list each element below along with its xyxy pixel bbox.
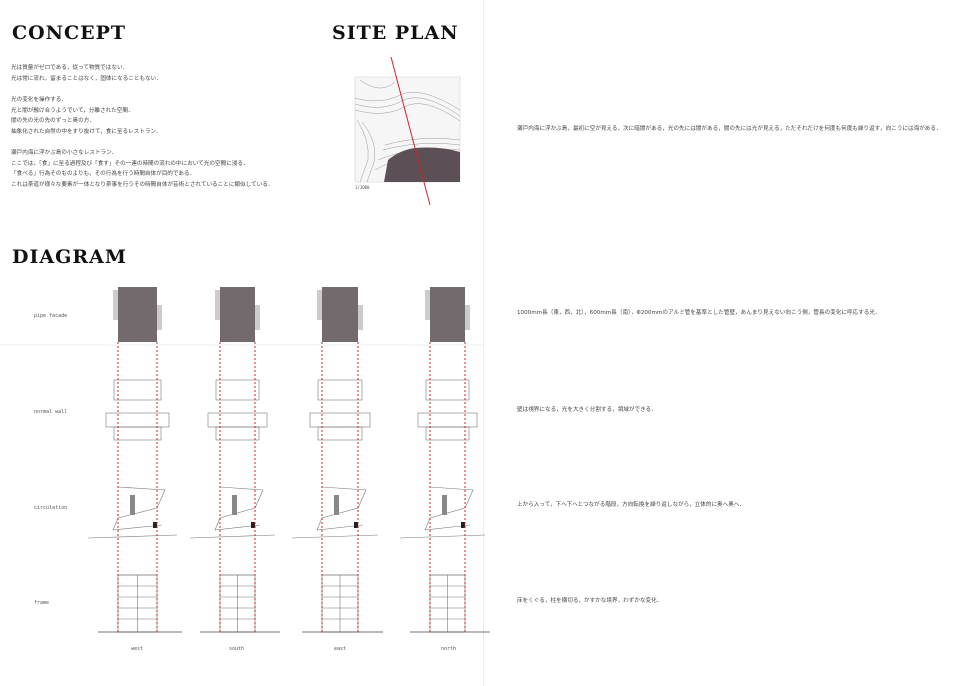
layer-label-circulation: circulation [34, 505, 68, 511]
elevation-west [87, 287, 182, 634]
concept-paragraph-3: 瀬戸内海に浮かぶ島の小さなレストラン． ここでは，「食」に至る過程及び「食す」そ… [11, 150, 274, 188]
concept-paragraph-1: 光は質量がゼロである，従って物質ではない． 光は常に流れ，留まることはなく，固体… [11, 65, 162, 82]
diagram-heading: DIAGRAM [12, 246, 127, 268]
circulation-description: 上から入って，下へ下へとつながる階段，方向転換を繰り返しながら，立体的に奥へ奥へ… [517, 502, 746, 508]
elevation-label-north: north [441, 646, 457, 652]
site-description: 瀬戸内海に浮かぶ島，最初に空が見える，次に暗闇がある，光の先には闇がある，闇の先… [517, 126, 942, 132]
layer-label-normal-wall: normal wall [34, 409, 68, 415]
site-plan-heading: SITE PLAN [332, 22, 459, 44]
pipe-facade-description: 1000mm長（東，西，北），600mm長（南），Φ200mmのアルミ管を基準と… [517, 310, 881, 316]
site-scale: 1/3000 [355, 185, 370, 190]
layer-label-pipe-facade: pipe facade [34, 313, 68, 319]
elevation-label-south: south [229, 646, 245, 652]
elevation-south [189, 287, 280, 634]
elevation-east [291, 287, 383, 634]
elevation-north [399, 287, 490, 634]
layer-label-frame: frame [34, 600, 50, 606]
normal-wall-description: 壁は視界になる，光を大きく分割する，領域ができる． [517, 407, 657, 413]
elevation-label-west: west [131, 646, 144, 652]
elevation-label-east: east [334, 646, 347, 652]
site-plan-map [354, 56, 461, 206]
concept-heading: CONCEPT [12, 22, 127, 44]
frame-description: 床をくぐる，柱を横切る，かすかな境界，わずかな変化． [517, 598, 663, 604]
fold-line [483, 0, 484, 686]
concept-paragraph-2: 光の変化を操作する． 光と闇が融け合うようでいて，分離された空間． 闇の先の光の… [11, 97, 162, 135]
